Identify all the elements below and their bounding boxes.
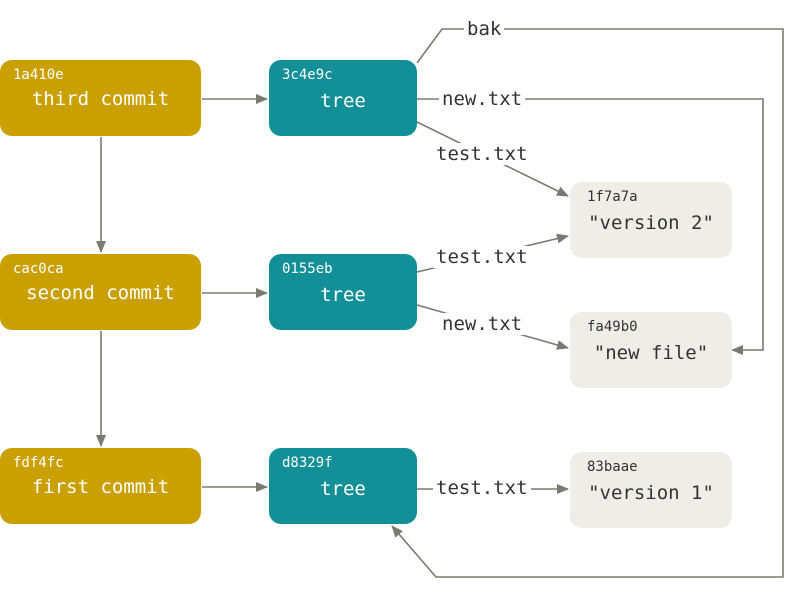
commit-message: third commit	[31, 88, 170, 110]
edge-label-tree3-test: test.txt	[433, 477, 531, 499]
tree-node: 0155eb tree	[269, 254, 417, 330]
commit-hash: 1a410e	[13, 67, 64, 83]
edge-label-tree2-new: new.txt	[439, 313, 526, 335]
tree-hash: d8329f	[282, 455, 333, 471]
tree-hash: 0155eb	[282, 261, 333, 277]
edge-label-tree1-new: new.txt	[439, 88, 526, 110]
commit-hash: fdf4fc	[13, 455, 64, 471]
tree-node: 3c4e9c tree	[269, 60, 417, 136]
blob-node: fa49b0 "new file"	[570, 312, 732, 388]
blob-node: 1f7a7a "version 2"	[570, 182, 732, 258]
blob-hash: 83baae	[587, 459, 638, 475]
tree-label: tree	[320, 90, 366, 112]
commit-message: second commit	[26, 282, 175, 304]
arrow-bak	[391, 28, 784, 578]
tree-hash: 3c4e9c	[282, 67, 333, 83]
edge-label-tree1-test: test.txt	[433, 143, 531, 165]
commit-message: first commit	[31, 476, 170, 498]
blob-hash: 1f7a7a	[587, 189, 638, 205]
tree-node: d8329f tree	[269, 448, 417, 524]
tree-label: tree	[320, 478, 366, 500]
commit-node: 1a410e third commit	[0, 60, 201, 136]
commit-node: cac0ca second commit	[0, 254, 201, 330]
blob-content: "version 1"	[588, 482, 714, 504]
blob-content: "version 2"	[588, 212, 714, 234]
commit-node: fdf4fc first commit	[0, 448, 201, 524]
tree-label: tree	[320, 284, 366, 306]
commit-hash: cac0ca	[13, 261, 64, 277]
edge-label-bak: bak	[464, 18, 505, 40]
arrow-tree1-newtxt	[417, 98, 764, 355]
blob-node: 83baae "version 1"	[570, 452, 732, 528]
blob-content: "new file"	[593, 342, 709, 364]
blob-hash: fa49b0	[587, 319, 638, 335]
edge-label-tree2-test: test.txt	[433, 246, 531, 268]
